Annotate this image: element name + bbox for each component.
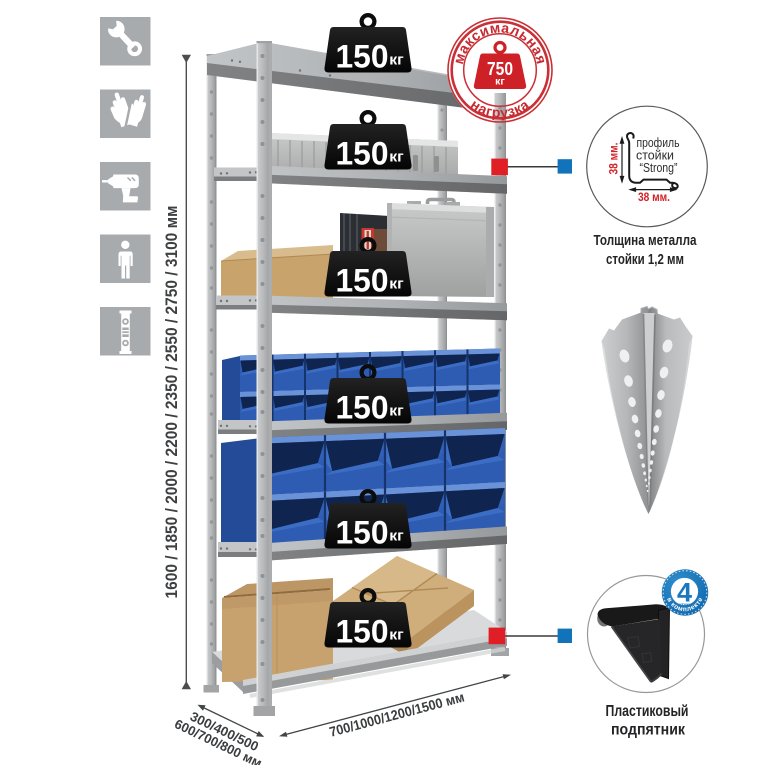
svg-text:Пластиковый: Пластиковый	[606, 703, 689, 720]
svg-text:профиль: профиль	[637, 136, 680, 150]
svg-text:38 мм.: 38 мм.	[607, 143, 621, 175]
svg-text:4: 4	[677, 578, 692, 608]
svg-text:750: 750	[487, 58, 513, 79]
svg-text:“Strong”: “Strong”	[640, 161, 678, 175]
svg-text:штуки: штуки	[678, 602, 692, 607]
svg-text:38 мм.: 38 мм.	[638, 190, 670, 204]
svg-text:700/1000/1200/1500 мм: 700/1000/1200/1500 мм	[328, 690, 466, 740]
svg-text:кг: кг	[495, 76, 505, 88]
svg-text:150: 150	[336, 39, 389, 75]
svg-text:подпятник: подпятник	[611, 722, 685, 739]
svg-text:кг: кг	[389, 52, 404, 69]
svg-text:1600 / 1850 / 2000 / 2200 / 23: 1600 / 1850 / 2000 / 2200 / 2350 / 2550 …	[163, 206, 181, 599]
svg-text:стойки 1,2 мм: стойки 1,2 мм	[606, 252, 684, 268]
svg-text:Толщина металла: Толщина металла	[594, 233, 698, 249]
svg-text:стойки: стойки	[636, 149, 674, 163]
